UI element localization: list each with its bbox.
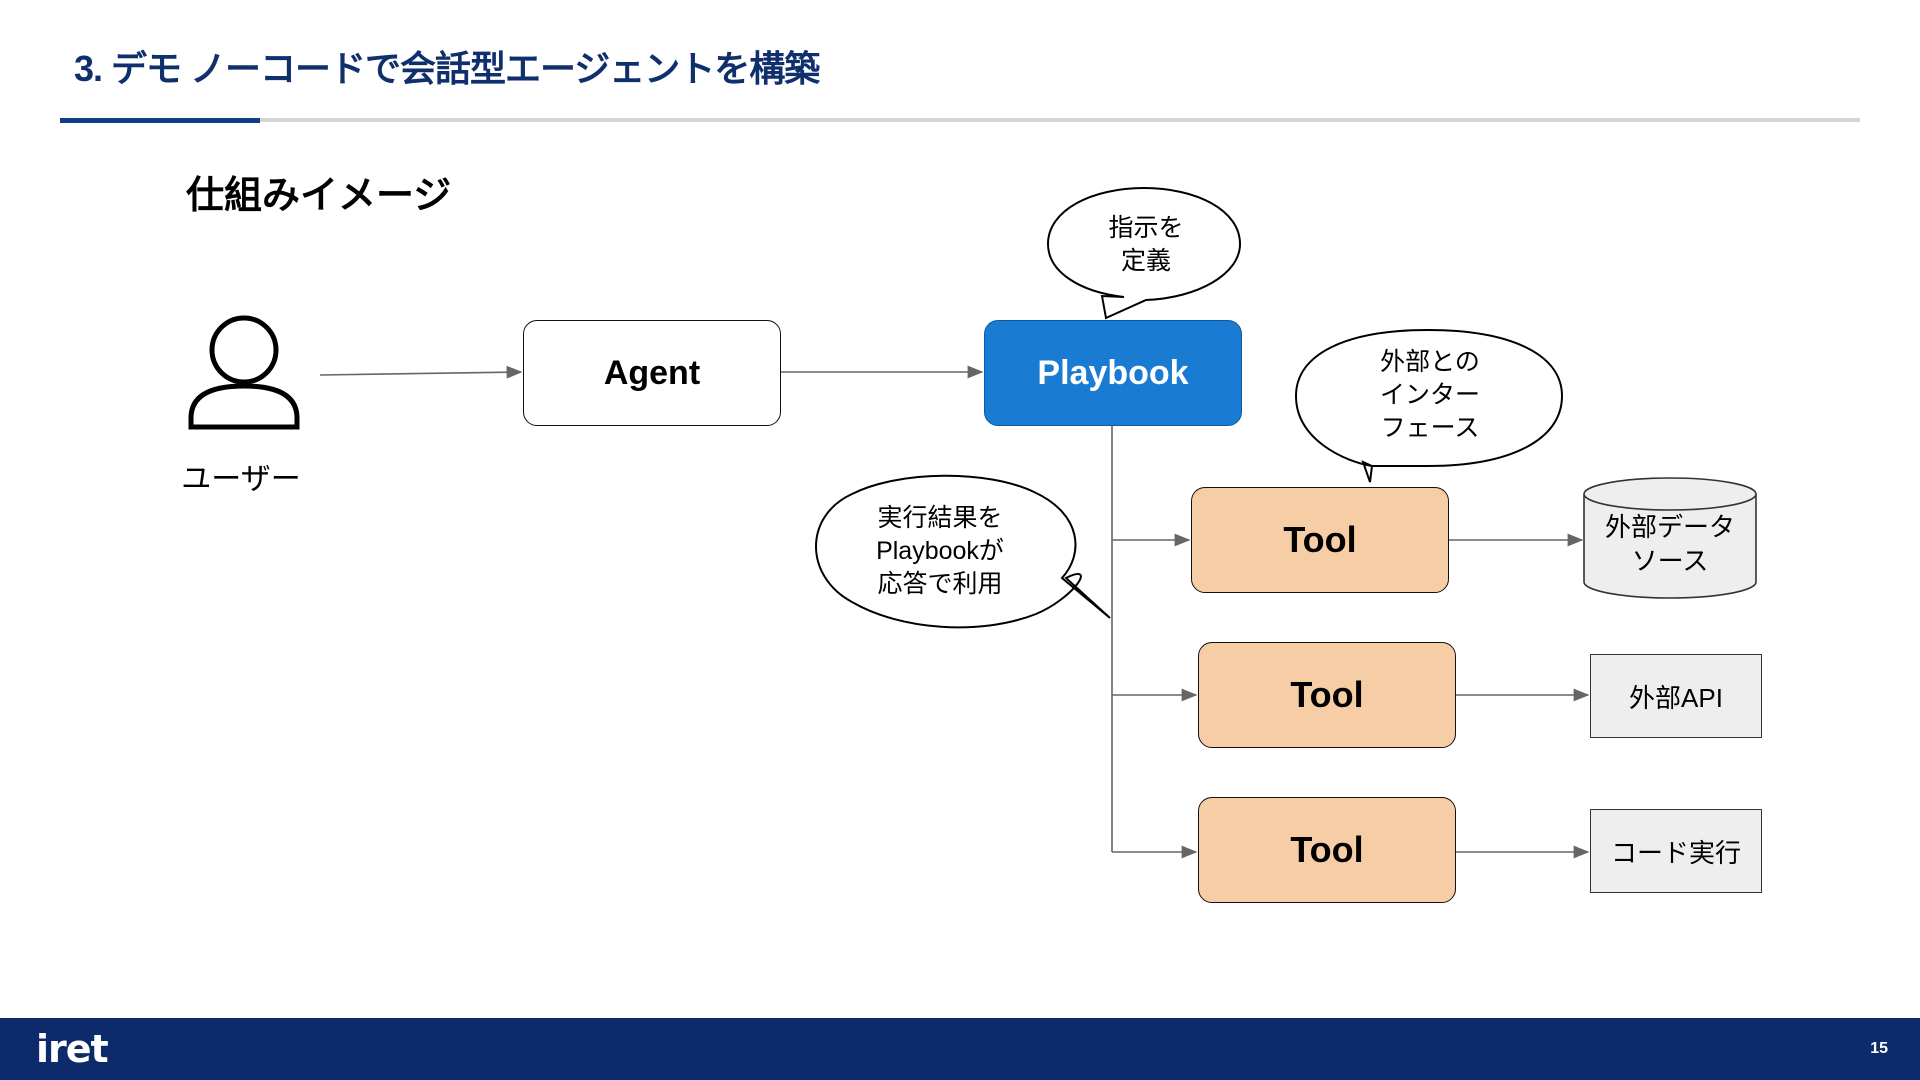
- iret-logo: iret: [36, 1027, 109, 1071]
- bubble-instructions-line-2: 定義: [1120, 247, 1171, 275]
- database-cylinder-icon: [1583, 477, 1757, 599]
- page-number: 15: [1870, 1040, 1888, 1057]
- title-divider-accent: [60, 118, 260, 123]
- bubble-instructions-text: 指示を 定義: [1046, 212, 1246, 278]
- section-title: 仕組みイメージ: [186, 175, 452, 217]
- arrow-user-to-agent: [319, 365, 523, 379]
- external-datasource-line-2: ソース: [1631, 546, 1709, 576]
- code-execution-node: コード実行: [1590, 809, 1762, 893]
- title-divider: [60, 118, 1860, 122]
- bubble-interface-line-3: フェース: [1380, 414, 1480, 442]
- bubble-interface-line-1: 外部との: [1380, 348, 1480, 376]
- speech-bubble-instructions: [1046, 186, 1242, 320]
- bubble-results-text: 実行結果を Playbookが 応答で利用: [820, 502, 1060, 601]
- bubble-interface-text: 外部との インター フェース: [1310, 346, 1550, 445]
- footer-bar: [0, 1018, 1920, 1080]
- agent-node: Agent: [523, 320, 781, 426]
- external-datasource-label: 外部データ ソース: [1580, 510, 1760, 578]
- speech-bubble-interface: [1294, 328, 1564, 483]
- slide-title: 3. デモ ノーコードで会話型エージェントを構築: [74, 48, 820, 89]
- bubble-results-line-3: 応答で利用: [877, 570, 1003, 598]
- playbook-node: Playbook: [984, 320, 1242, 426]
- user-icon: [188, 315, 300, 430]
- bubble-instructions-line-1: 指示を: [1108, 214, 1184, 242]
- tool-node-3: Tool: [1198, 797, 1456, 903]
- user-label: ユーザー: [181, 463, 301, 496]
- external-api-node: 外部API: [1590, 654, 1762, 738]
- bubble-results-line-2: Playbookが: [876, 537, 1004, 565]
- tool-node-1: Tool: [1191, 487, 1449, 593]
- speech-bubble-results: [815, 474, 1111, 629]
- bubble-interface-line-2: インター: [1379, 381, 1480, 409]
- bubble-results-line-1: 実行結果を: [877, 504, 1003, 532]
- external-datasource-line-1: 外部データ: [1604, 512, 1735, 542]
- tool-node-2: Tool: [1198, 642, 1456, 748]
